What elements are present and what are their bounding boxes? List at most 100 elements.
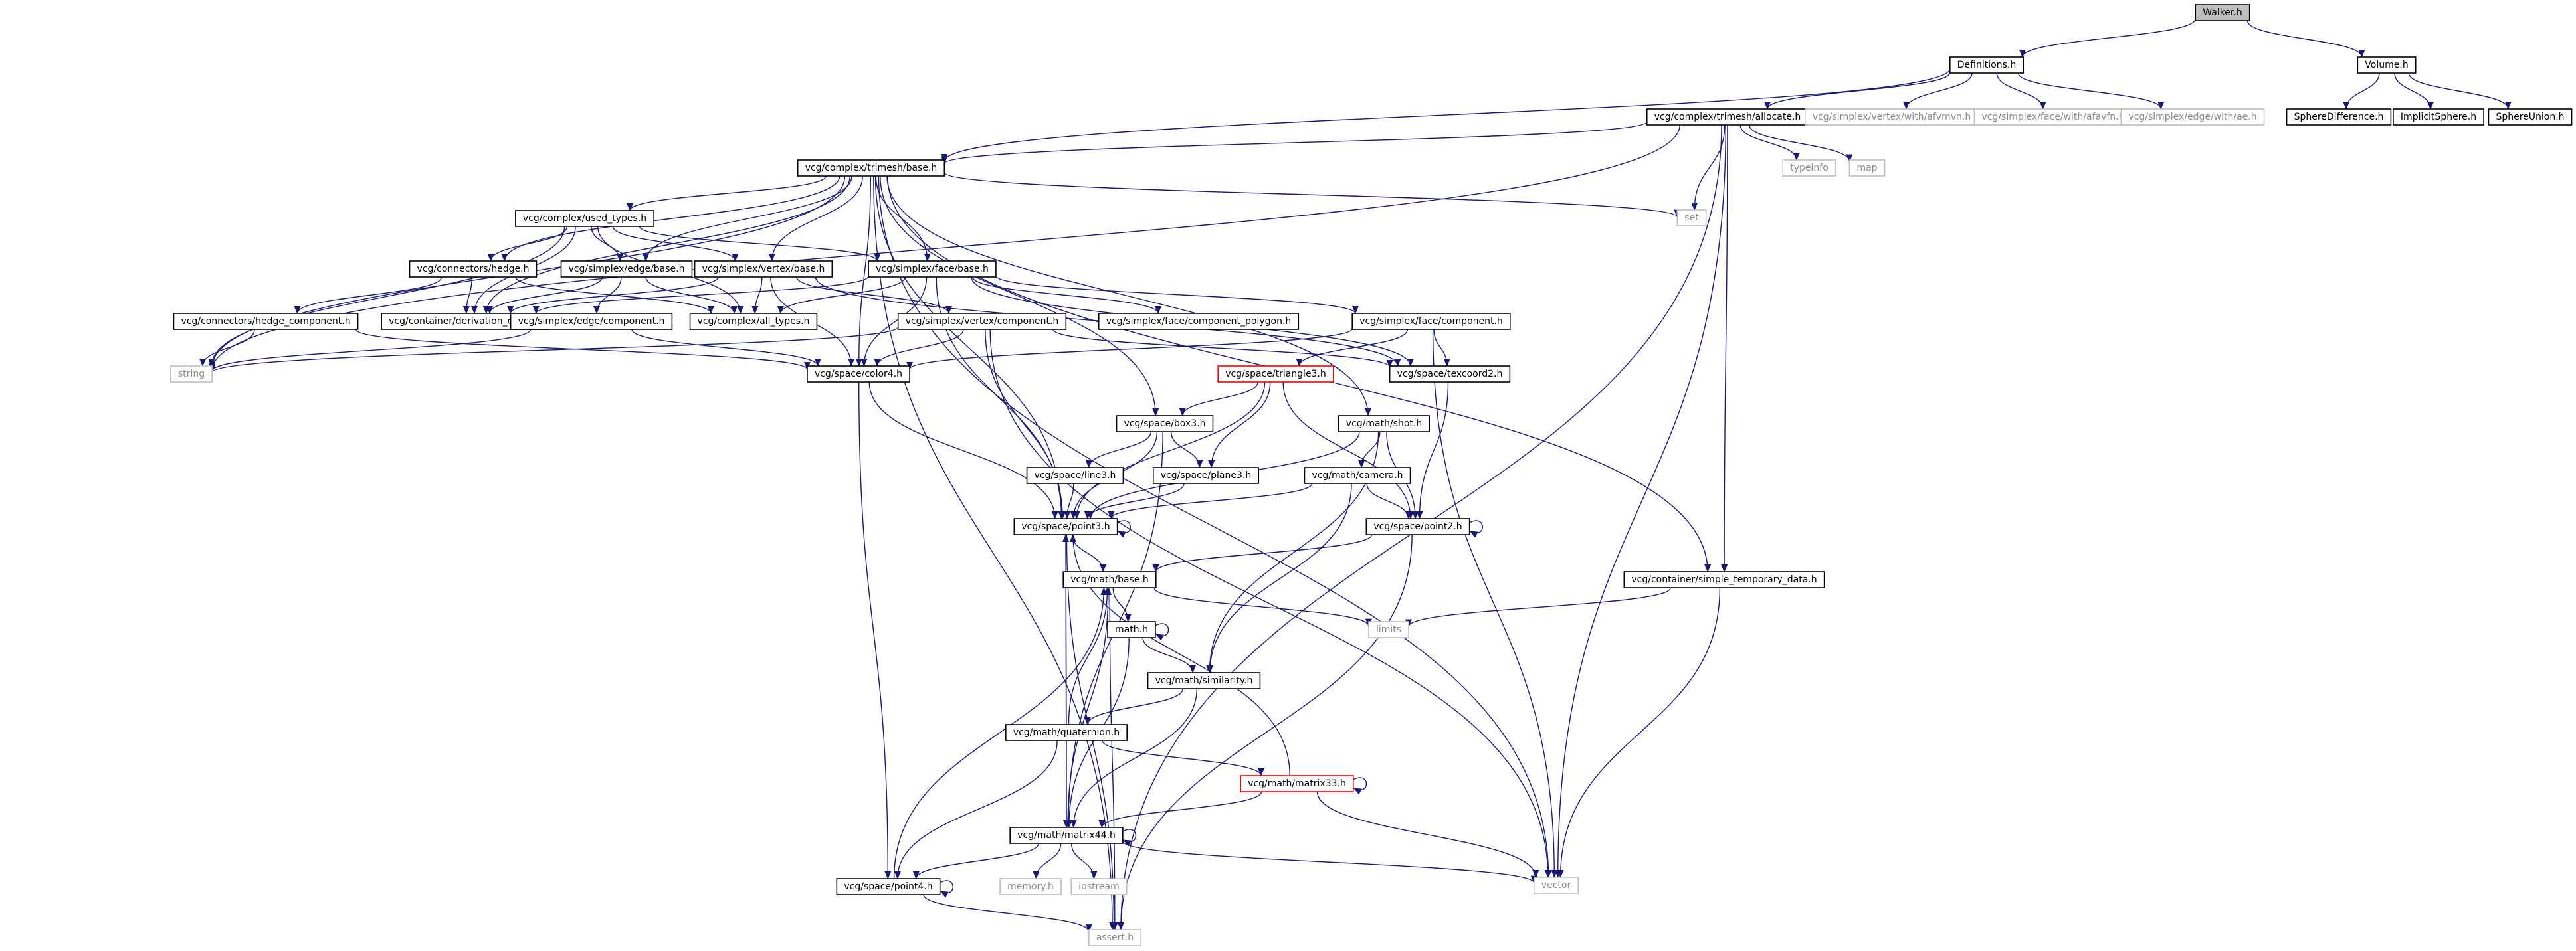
node-matrix33[interactable]: vcg/math/matrix33.h (1240, 775, 1354, 792)
node-similarity[interactable]: vcg/math/similarity.h (1147, 672, 1261, 689)
node-box (170, 365, 213, 383)
include-edge (1764, 72, 1951, 110)
node-matrix44[interactable]: vcg/math/matrix44.h (1009, 827, 1124, 844)
self-loop-edge (1353, 777, 1367, 795)
node-usedtypes[interactable]: vcg/complex/used_types.h (515, 210, 654, 227)
node-set[interactable]: set (1676, 209, 1707, 226)
node-plane3[interactable]: vcg/space/plane3.h (1152, 467, 1260, 484)
include-edge (482, 175, 850, 314)
node-quaternion[interactable]: vcg/math/quaternion.h (1005, 724, 1128, 741)
node-box (1623, 571, 1825, 588)
include-edge (1068, 587, 1111, 725)
node-label: vcg/space/point3.h (1021, 521, 1110, 532)
node-box (1304, 467, 1411, 484)
node-box (1973, 108, 2133, 126)
node-map[interactable]: map (1848, 159, 1886, 177)
include-edge (1098, 791, 1262, 828)
node-texcoord2[interactable]: vcg/space/texcoord2.h (1389, 365, 1511, 383)
self-loop-edge (1469, 520, 1483, 538)
node-edgecomp[interactable]: vcg/simplex/edge/component.h (510, 313, 673, 330)
node-sphereunion[interactable]: SphereUnion.h (2488, 108, 2573, 126)
node-iostream[interactable]: iostream (1070, 878, 1128, 895)
include-edge (2343, 72, 2380, 110)
node-facecomppoly[interactable]: vcg/simplex/face/component_polygon.h (1098, 313, 1300, 330)
include-edge (941, 121, 1648, 165)
node-volume[interactable]: Volume.h (2357, 56, 2417, 74)
node-walker[interactable]: Walker.h (2195, 4, 2250, 21)
include-edge (1052, 329, 1393, 368)
include-edge (1152, 534, 1373, 572)
include-edge (880, 175, 1159, 416)
node-limits[interactable]: limits (1368, 621, 1409, 638)
include-edge (1070, 688, 1198, 828)
node-box (510, 313, 673, 330)
node-label: vcg/simplex/vertex/with/afvmvn.h (1813, 112, 1971, 122)
node-definitions[interactable]: Definitions.h (1949, 56, 2025, 74)
include-edge (858, 381, 892, 879)
node-afavfn[interactable]: vcg/simplex/face/with/afavfn.h (1973, 108, 2133, 126)
node-box (1013, 518, 1118, 535)
node-typeinfo[interactable]: typeinfo (1782, 159, 1836, 177)
node-point3[interactable]: vcg/space/point3.h (1013, 518, 1118, 535)
include-edge (1084, 483, 1185, 519)
node-edgebase[interactable]: vcg/simplex/edge/base.h (560, 260, 693, 278)
node-hedge[interactable]: vcg/connectors/hedge.h (409, 260, 538, 278)
node-label: vcg/container/derivation_chain.h (389, 316, 542, 327)
include-edge (593, 276, 622, 314)
include-edge (486, 276, 603, 314)
node-color4[interactable]: vcg/space/color4.h (807, 365, 910, 383)
include-edge (2017, 72, 2165, 110)
node-hedgecomp[interactable]: vcg/connectors/hedge_component.h (173, 313, 359, 330)
node-math[interactable]: math.h (1107, 621, 1156, 638)
node-label: Definitions.h (1957, 60, 2016, 70)
node-label: vcg/math/camera.h (1312, 470, 1403, 481)
node-facebase[interactable]: vcg/simplex/face/base.h (868, 260, 997, 278)
include-edge (972, 276, 1161, 314)
node-box (1676, 209, 1707, 226)
include-edge (355, 329, 811, 371)
node-shot[interactable]: vcg/math/shot.h (1338, 415, 1431, 432)
include-edge (868, 381, 1058, 519)
node-box (1026, 467, 1124, 484)
node-allocate[interactable]: vcg/complex/trimesh/allocate.h (1646, 108, 1809, 126)
node-box (1351, 313, 1511, 330)
node-simpletemp[interactable]: vcg/container/simple_temporary_data.h (1623, 571, 1825, 588)
include-edge (2019, 18, 2196, 58)
node-vertexbase[interactable]: vcg/simplex/vertex/base.h (694, 260, 833, 278)
node-mathbase[interactable]: vcg/math/base.h (1062, 571, 1157, 588)
node-triangle3[interactable]: vcg/space/triangle3.h (1217, 365, 1334, 383)
node-label: vcg/space/color4.h (815, 369, 902, 379)
node-point2[interactable]: vcg/space/point2.h (1365, 518, 1470, 535)
node-point4[interactable]: vcg/space/point4.h (836, 878, 941, 895)
include-edge (1033, 843, 1062, 879)
node-trimeshbase[interactable]: vcg/complex/trimesh/base.h (797, 159, 945, 177)
node-box (1338, 415, 1431, 432)
node-box3[interactable]: vcg/space/box3.h (1116, 415, 1214, 432)
node-memory[interactable]: memory.h (999, 878, 1062, 895)
node-implicitsphere[interactable]: ImplicitSphere.h (2393, 108, 2484, 126)
node-label: iostream (1078, 881, 1120, 892)
node-box (1116, 415, 1214, 432)
node-assert[interactable]: assert.h (1088, 929, 1141, 946)
node-label: Walker.h (2203, 7, 2242, 18)
node-line3[interactable]: vcg/space/line3.h (1026, 467, 1124, 484)
include-edge (209, 329, 532, 372)
node-spherediff[interactable]: SphereDifference.h (2286, 108, 2392, 126)
node-box (1062, 571, 1157, 588)
node-box (2393, 108, 2484, 126)
include-edge (1067, 587, 1112, 828)
node-afvmvn[interactable]: vcg/simplex/vertex/with/afvmvn.h (1804, 108, 1979, 126)
node-label: math.h (1115, 624, 1148, 635)
include-edge (1153, 587, 1372, 627)
node-ae[interactable]: vcg/simplex/edge/with/ae.h (2120, 108, 2265, 126)
node-string[interactable]: string (170, 365, 213, 383)
include-edge (912, 843, 1039, 879)
node-facecomp[interactable]: vcg/simplex/face/component.h (1351, 313, 1511, 330)
node-alltypes[interactable]: vcg/complex/all_types.h (689, 313, 818, 330)
node-vector[interactable]: vector (1533, 877, 1579, 894)
node-vertexcomp[interactable]: vcg/simplex/vertex/component.h (897, 313, 1067, 330)
include-edge (209, 326, 899, 373)
node-box (1070, 878, 1128, 895)
node-camera[interactable]: vcg/math/camera.h (1304, 467, 1411, 484)
